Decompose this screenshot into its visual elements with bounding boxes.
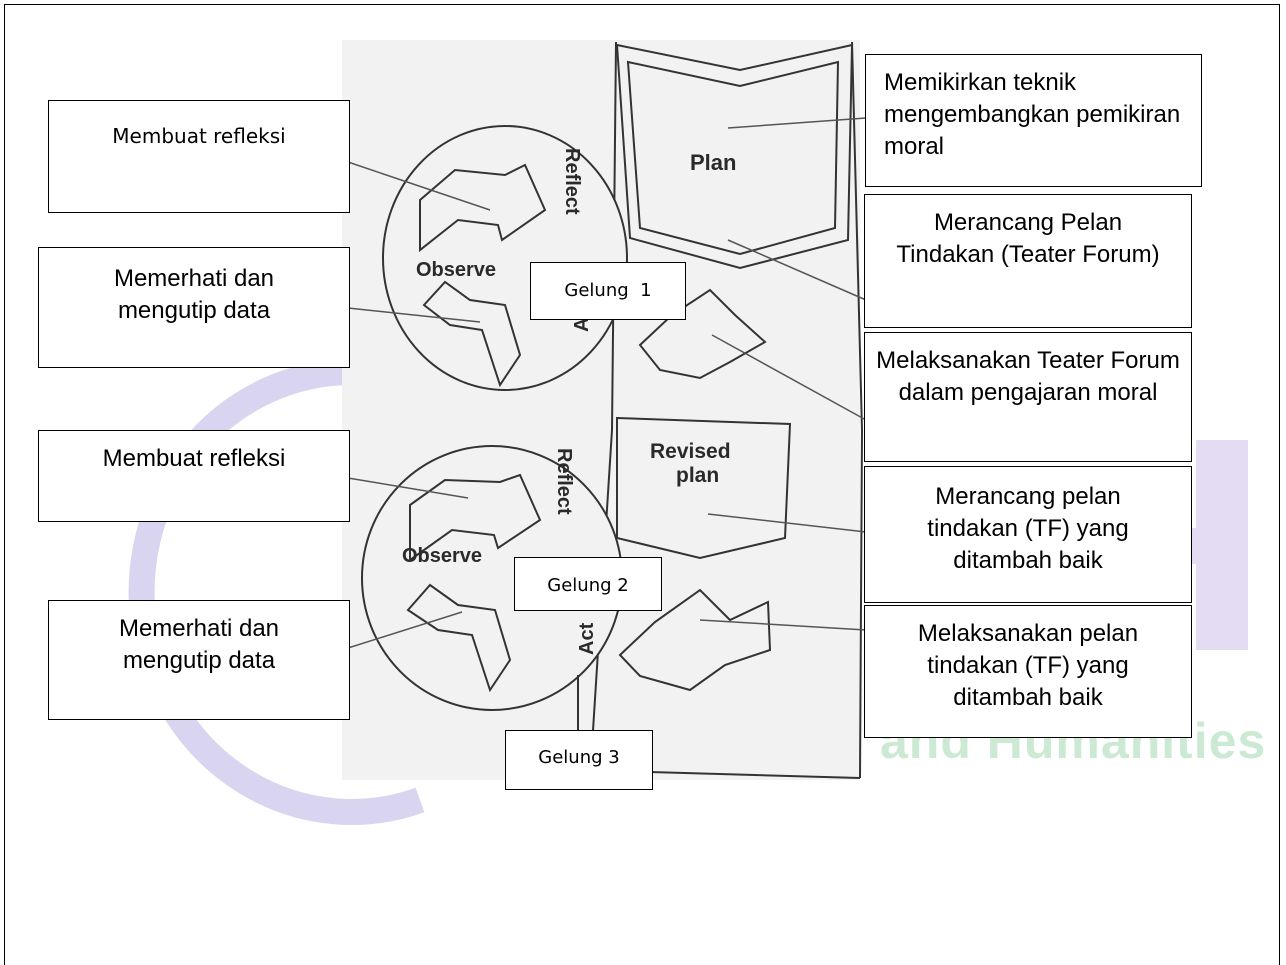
revised-plan-label-line1: Revised: [650, 440, 731, 463]
observe-arrow-2: [406, 583, 512, 693]
connector-plan-1: [727, 117, 867, 129]
reflect-label-1: Reflect: [561, 148, 583, 215]
act-label-2: Act: [576, 622, 598, 655]
cycle-2-label: Gelung 2: [514, 557, 662, 611]
cycle-2-label-text: Gelung 2: [547, 575, 629, 596]
box-observe-2: Memerhati dan mengutip data: [48, 600, 350, 720]
plan-shape: [615, 43, 854, 270]
connector-observe-2: [347, 611, 463, 649]
box-reflect-2: Membuat refleksi: [38, 430, 350, 522]
spine-left: [589, 41, 617, 779]
box-revised-plan: Merancang pelan tindakan (TF) yang ditam…: [864, 466, 1192, 603]
box-reflect-2-text: Membuat refleksi: [102, 445, 286, 472]
cycle-3-label: Gelung 3: [505, 730, 653, 790]
connector-act-2: [699, 619, 867, 631]
observe-label-2: Observe: [402, 545, 482, 567]
box-reflect-1-text: Membuat refleksi: [112, 124, 286, 148]
connector-observe-1: [347, 307, 481, 323]
box-revised-plan-text: Merancang pelan tindakan (TF) yang ditam…: [927, 483, 1129, 574]
revised-plan-shape: [616, 416, 792, 560]
box-plan-2: Merancang Pelan Tindakan (Teater Forum): [864, 194, 1192, 328]
connector-reflect-1: [347, 161, 491, 211]
observe-arrow-1: [422, 280, 522, 388]
plan-label: Plan: [690, 150, 736, 175]
figure-frame: [4, 4, 1280, 965]
plan-shape-inner: [626, 60, 840, 256]
connector-plan-2: [727, 239, 867, 301]
reflect-arrow-2: [409, 473, 542, 562]
reflect-label-2: Reflect: [553, 448, 575, 515]
box-act-1-text: Melaksanakan Teater Forum dalam pengajar…: [876, 347, 1180, 406]
box-plan-1-text: Memikirkan teknik mengembangkan pemikira…: [884, 69, 1181, 160]
cycle-1-label-text: Gelung 1: [564, 280, 652, 301]
connector-revised-plan: [707, 513, 867, 533]
box-observe-2-text: Memerhati dan mengutip data: [118, 615, 280, 674]
box-act-1: Melaksanakan Teater Forum dalam pengajar…: [864, 332, 1192, 462]
box-plan-1: Memikirkan teknik mengembangkan pemikira…: [865, 54, 1202, 187]
connector-reflect-2: [347, 477, 469, 499]
box-plan-2-text: Merancang Pelan Tindakan (Teater Forum): [896, 209, 1160, 268]
box-act-2: Melaksanakan pelan tindakan (TF) yang di…: [864, 605, 1192, 738]
revised-plan-label-line2: plan: [676, 464, 719, 487]
cycle-3-label-text: Gelung 3: [538, 747, 620, 768]
spine-right: [851, 41, 864, 779]
box-observe-1: Memerhati dan mengutip data: [38, 247, 350, 368]
box-observe-1-text: Memerhati dan mengutip data: [113, 265, 275, 324]
observe-label-1: Observe: [416, 259, 496, 281]
act-arrow-2: [618, 588, 772, 692]
box-act-2-text: Melaksanakan pelan tindakan (TF) yang di…: [917, 620, 1139, 711]
cycle-1-label: Gelung 1: [530, 262, 686, 320]
connector-act-1: [711, 334, 867, 421]
box-reflect-1: Membuat refleksi: [48, 100, 350, 213]
